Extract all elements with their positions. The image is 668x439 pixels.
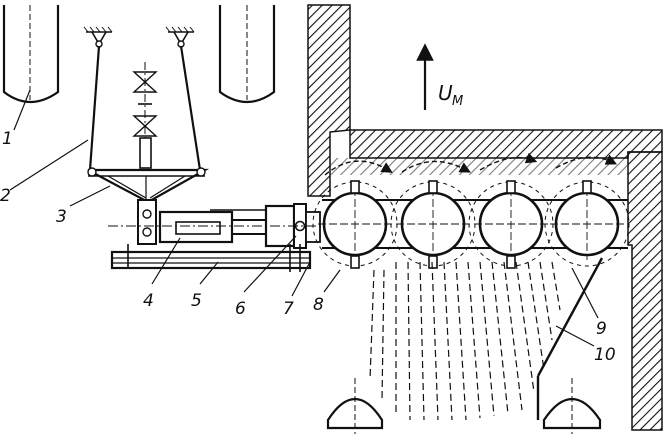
rotation-arrows xyxy=(324,152,618,176)
guide-column xyxy=(132,62,158,169)
callout-6: 6 xyxy=(235,299,246,319)
triangular-frame xyxy=(87,167,210,204)
furnace-wall xyxy=(307,4,663,431)
connector-block xyxy=(137,199,157,245)
pivot-right xyxy=(165,26,195,48)
right-wall xyxy=(627,151,663,431)
callout-4: 4 xyxy=(143,291,154,311)
roller-1 xyxy=(312,180,398,269)
left-wall-upper xyxy=(307,4,351,197)
callout-1: 1 xyxy=(2,129,13,149)
leader-lines xyxy=(9,89,599,347)
callout-7: 7 xyxy=(283,299,294,319)
suspension-assembly xyxy=(83,26,210,204)
hanger-rod-left xyxy=(88,45,101,171)
ingot-bottom-right xyxy=(542,378,602,434)
roller-4 xyxy=(544,180,630,267)
deflector-plate xyxy=(536,257,604,420)
callout-8: 8 xyxy=(313,295,324,315)
ingot-left xyxy=(2,5,60,104)
callout-10: 10 xyxy=(594,345,616,365)
callout-5: 5 xyxy=(191,291,202,311)
callout-2: 2 xyxy=(0,186,11,206)
hanger-rod-right xyxy=(179,45,202,171)
roller-3 xyxy=(468,180,554,269)
velocity-label: U xyxy=(438,81,453,105)
ingot-bottom-left xyxy=(326,378,384,434)
roller-train xyxy=(312,152,630,269)
velocity-subscript: M xyxy=(452,94,463,109)
roller-zone-hatch xyxy=(330,158,628,175)
pusher-mechanism xyxy=(108,199,330,249)
ingot-center xyxy=(218,5,276,104)
spray-jets xyxy=(369,261,561,421)
callout-3: 3 xyxy=(56,207,67,227)
base-rail xyxy=(110,244,312,272)
pivot-left xyxy=(83,26,113,48)
callout-9: 9 xyxy=(596,319,607,339)
top-wall-band xyxy=(349,129,663,159)
roller-2 xyxy=(390,180,476,269)
